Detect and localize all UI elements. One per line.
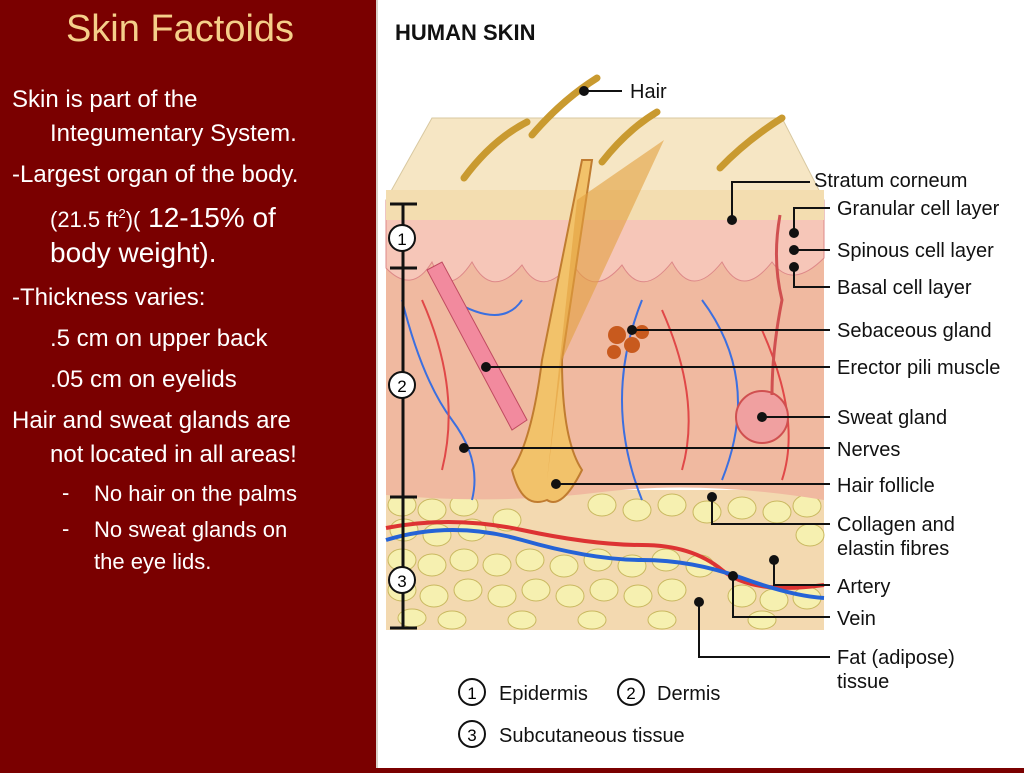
label-spinous-cell-layer: Spinous cell layer bbox=[837, 240, 994, 262]
label-basal-cell-layer: Basal cell layer bbox=[837, 277, 972, 299]
sub-bullet-dash: - bbox=[62, 480, 70, 505]
sub-bullet-dash: - bbox=[62, 516, 70, 541]
bullet-1-line-1: Skin is part of the bbox=[12, 86, 198, 113]
label-granular-cell-layer: Granular cell layer bbox=[837, 198, 1000, 220]
artery-vessel bbox=[385, 520, 825, 590]
label-collagen-line-2: elastin fibres bbox=[837, 538, 949, 560]
sub-bullet-eyelids-line-2: the eye lids. bbox=[94, 549, 212, 574]
hairs-on-surface bbox=[460, 74, 786, 182]
label-nerves: Nerves bbox=[837, 439, 900, 461]
skin-diagram-panel: HUMAN SKIN bbox=[376, 0, 1024, 768]
bullet-3-eyelids: .05 cm on eyelids bbox=[50, 366, 237, 393]
squared-superscript: 2 bbox=[118, 206, 126, 221]
svg-text:2: 2 bbox=[397, 377, 406, 396]
bullet-4-line-1: Hair and sweat glands are bbox=[12, 407, 291, 434]
bullet-2-line-3: body weight). bbox=[50, 237, 217, 268]
label-sebaceous-gland: Sebaceous gland bbox=[837, 320, 992, 342]
body-area-text: (21.5 ft bbox=[50, 207, 119, 232]
hair-shaft bbox=[547, 140, 664, 480]
body-weight-percent: 12-15% of bbox=[140, 202, 276, 233]
legend-number-2: 2 bbox=[626, 684, 635, 703]
human-skin-diagram: HUMAN SKIN bbox=[385, 20, 1000, 748]
leader-dots bbox=[459, 86, 799, 607]
hair-follicle-shape bbox=[510, 159, 594, 503]
erector-pili-muscle bbox=[426, 261, 528, 431]
svg-text:1: 1 bbox=[397, 230, 406, 249]
layer-bracket bbox=[390, 202, 417, 630]
svg-text:3: 3 bbox=[397, 572, 406, 591]
legend-dermis: Dermis bbox=[657, 683, 720, 705]
bullet-3: -Thickness varies: bbox=[12, 284, 206, 311]
bullet-1-line-2: Integumentary System. bbox=[50, 120, 297, 147]
legend-epidermis: Epidermis bbox=[499, 683, 588, 705]
label-stratum-corneum: Stratum corneum bbox=[814, 170, 967, 192]
layer-legend: 1 Epidermis 2 Dermis 3 Subcutaneous tiss… bbox=[458, 678, 720, 748]
leader-lines bbox=[464, 90, 830, 658]
legend-number-3: 3 bbox=[467, 726, 476, 745]
bullet-2-line-1: -Largest organ of the body. bbox=[12, 161, 299, 188]
label-vein: Vein bbox=[837, 608, 876, 630]
label-sweat-gland: Sweat gland bbox=[837, 407, 947, 429]
bullet-2-line-2: (21.5 ft2)( 12-15% of bbox=[50, 198, 276, 236]
label-erector-pili-muscle: Erector pili muscle bbox=[837, 357, 1000, 379]
sub-bullet-palms: No hair on the palms bbox=[94, 481, 297, 506]
label-collagen-line-1: Collagen and bbox=[837, 514, 955, 536]
label-hair: Hair bbox=[630, 81, 667, 103]
legend-number-1: 1 bbox=[467, 684, 476, 703]
label-fat-line-1: Fat (adipose) bbox=[837, 647, 955, 669]
label-fat-line-2: tissue bbox=[837, 671, 889, 693]
bullet-3-upper-back: .5 cm on upper back bbox=[50, 325, 268, 352]
label-artery: Artery bbox=[837, 576, 890, 598]
capillaries-blue bbox=[401, 299, 739, 501]
layer-number-3: 3 bbox=[388, 566, 416, 594]
bullet-4-line-2: not located in all areas! bbox=[50, 441, 297, 468]
paren-text: )( bbox=[125, 207, 141, 232]
slide-title: Skin Factoids bbox=[65, 8, 295, 50]
layer-number-1: 1 bbox=[388, 224, 416, 252]
vein-vessel bbox=[385, 528, 825, 600]
label-hair-follicle: Hair follicle bbox=[837, 475, 935, 497]
legend-subcutaneous: Subcutaneous tissue bbox=[499, 725, 685, 747]
slide-text-panel: Skin Factoids Skin is part of the Integu… bbox=[0, 0, 376, 768]
sebaceous-gland-shape bbox=[607, 325, 649, 359]
layer-number-2: 2 bbox=[388, 371, 416, 399]
diagram-title: HUMAN SKIN bbox=[395, 20, 536, 45]
sub-bullet-eyelids-line-1: No sweat glands on bbox=[94, 517, 288, 542]
